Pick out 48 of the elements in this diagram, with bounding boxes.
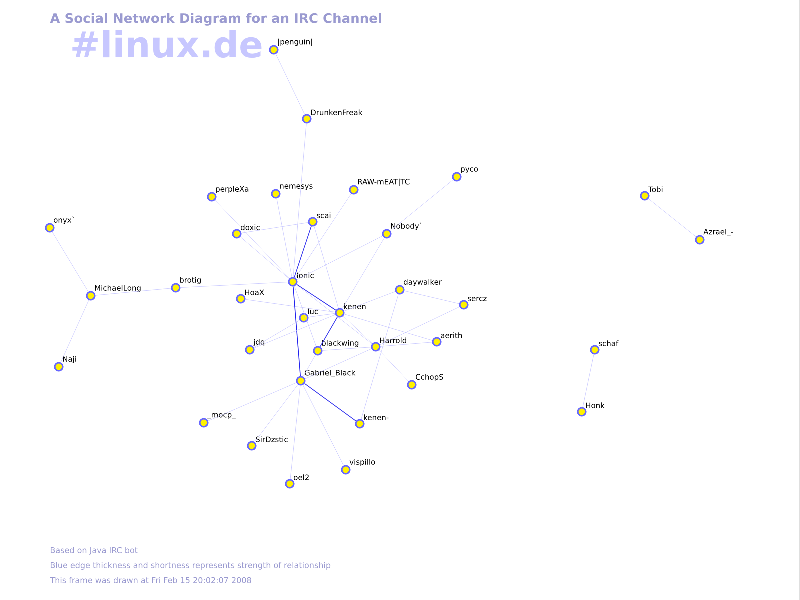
edge-line: [320, 316, 338, 348]
edge-line: [295, 194, 352, 278]
edge-line: [297, 236, 383, 280]
edge-line: [254, 320, 300, 348]
edge-line: [343, 316, 373, 344]
edge-line: [304, 383, 357, 422]
edge-line: [648, 198, 696, 238]
edge-line: [254, 384, 298, 442]
edge-line: [296, 284, 336, 311]
edge-line: [305, 348, 372, 380]
footer-note: Blue edge thickness and shortness represents strength of relationship: [50, 562, 331, 570]
edge-line: [276, 54, 306, 115]
edge-line: [290, 386, 301, 480]
edge-line: [208, 382, 297, 422]
edge-line: [52, 232, 89, 292]
edge-line: [582, 354, 594, 408]
edge-line: [240, 236, 290, 280]
edge-line: [215, 200, 290, 279]
edge-line: [390, 180, 454, 232]
edge-line: [322, 347, 372, 351]
edge-line: [242, 222, 308, 234]
edge-line: [294, 226, 312, 278]
channel-name: #linux.de: [72, 30, 262, 58]
edge-line: [380, 306, 460, 346]
edge-line: [344, 292, 396, 312]
edge-line: [302, 385, 344, 466]
edge-line: [308, 313, 336, 318]
edge-line: [379, 350, 409, 382]
edge-line: [293, 286, 302, 377]
edge-line: [180, 282, 288, 288]
edge-line: [303, 354, 316, 378]
edge-line: [96, 288, 172, 296]
edge-line: [276, 198, 292, 278]
edge-line: [361, 294, 399, 420]
edge-line: [344, 314, 433, 341]
edge-line: [293, 124, 307, 278]
edge-line: [296, 284, 372, 344]
edge-line: [246, 299, 336, 313]
edge-line: [314, 226, 339, 309]
footer-note: Based on Java IRC bot: [50, 547, 138, 555]
edge-line: [60, 300, 90, 363]
edge-line: [404, 290, 460, 304]
edge-line: [254, 314, 336, 348]
footer-note: This frame was drawn at Fri Feb 15 20:02:07 2008: [50, 577, 252, 584]
title: A Social Network Diagram for an IRC Channel: [50, 13, 382, 26]
edge-line: [342, 238, 385, 310]
edge-line: [380, 342, 432, 347]
edge-line: [294, 286, 317, 347]
